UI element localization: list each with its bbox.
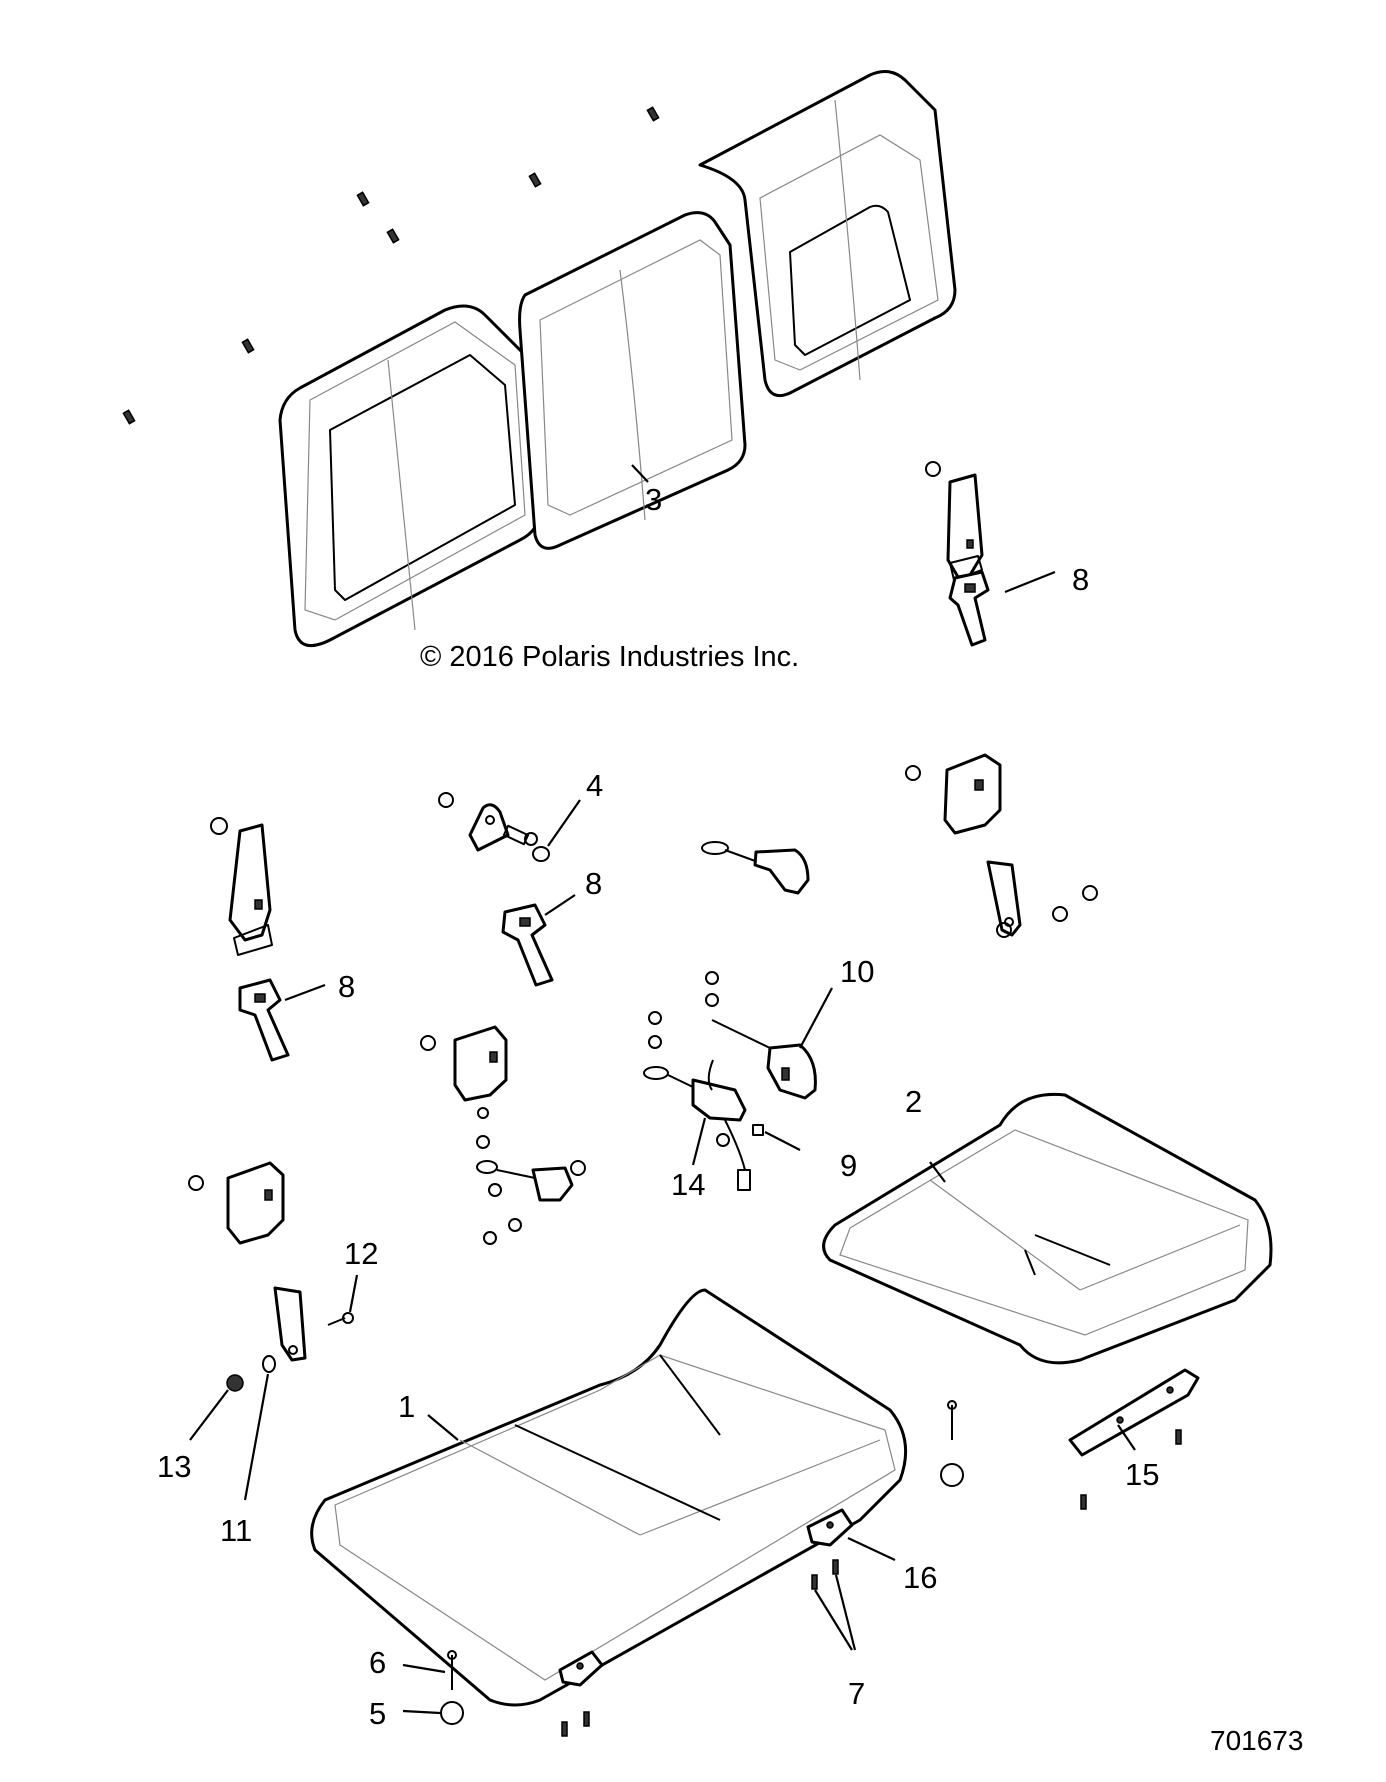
callout-10: 10 bbox=[840, 954, 874, 989]
grommet-right[interactable] bbox=[940, 1463, 964, 1487]
callout-15: 15 bbox=[1125, 1457, 1159, 1492]
belt-bracket-left[interactable] bbox=[273, 1286, 307, 1362]
callout-6: 6 bbox=[369, 1645, 386, 1680]
seat-bottom-right[interactable] bbox=[822, 1092, 1273, 1365]
bracket-small-lower[interactable] bbox=[558, 1650, 604, 1737]
callout-2: 2 bbox=[905, 1084, 922, 1119]
seat-back[interactable] bbox=[122, 69, 957, 648]
callout-16: 16 bbox=[903, 1560, 937, 1595]
bolt-icon[interactable] bbox=[327, 1312, 354, 1326]
anchor-plate[interactable] bbox=[438, 792, 538, 852]
grommet-icon[interactable] bbox=[440, 1701, 464, 1725]
callout-4: 4 bbox=[586, 768, 603, 803]
buckle-tongue-mid[interactable] bbox=[501, 903, 554, 987]
washer-icon[interactable] bbox=[262, 1355, 276, 1373]
buckle-tongue-upper-right[interactable] bbox=[948, 570, 990, 647]
retractor-right-upper[interactable] bbox=[905, 753, 1002, 835]
callout-13: 13 bbox=[157, 1449, 191, 1484]
callout-7: 7 bbox=[848, 1676, 865, 1711]
callout-9: 9 bbox=[840, 1148, 857, 1183]
stud-icon[interactable] bbox=[447, 1650, 457, 1690]
seat-bottom-left[interactable] bbox=[310, 1288, 908, 1707]
callout-8-upper: 8 bbox=[1072, 562, 1089, 597]
bracket-small[interactable] bbox=[806, 1508, 854, 1547]
belt-bracket-right[interactable] bbox=[986, 860, 1098, 938]
screw-icon bbox=[122, 106, 660, 425]
copyright-text: © 2016 Polaris Industries Inc. bbox=[420, 641, 799, 673]
retractor-left-lower[interactable] bbox=[188, 1161, 285, 1245]
stud-right[interactable] bbox=[947, 1400, 957, 1440]
bracket-long[interactable] bbox=[1068, 1368, 1200, 1457]
callout-3: 3 bbox=[645, 482, 662, 517]
screws-7[interactable] bbox=[811, 1559, 839, 1590]
callout-8-left: 8 bbox=[338, 969, 355, 1004]
screw-icon bbox=[1080, 1429, 1182, 1510]
belt-anchor-upper-right[interactable] bbox=[925, 461, 984, 581]
nut-icon[interactable] bbox=[226, 1374, 244, 1392]
callout-8-mid: 8 bbox=[585, 866, 602, 901]
center-buckle[interactable] bbox=[648, 971, 817, 1100]
callout-1: 1 bbox=[398, 1389, 415, 1424]
retractor-left-mid[interactable] bbox=[420, 1025, 586, 1245]
cap-icon[interactable] bbox=[532, 846, 550, 862]
buckle-harness[interactable] bbox=[643, 1059, 751, 1191]
callout-11: 11 bbox=[220, 1513, 252, 1548]
callout-14: 14 bbox=[671, 1167, 705, 1202]
sensor-clip[interactable] bbox=[752, 1124, 764, 1136]
callout-12: 12 bbox=[344, 1236, 378, 1271]
center-belt-tongue[interactable] bbox=[701, 841, 810, 895]
buckle-tongue-left[interactable] bbox=[238, 978, 290, 1062]
figure-number: 701673 bbox=[1210, 1725, 1303, 1756]
belt-anchor-left[interactable] bbox=[210, 817, 273, 956]
callout-5: 5 bbox=[369, 1696, 386, 1731]
